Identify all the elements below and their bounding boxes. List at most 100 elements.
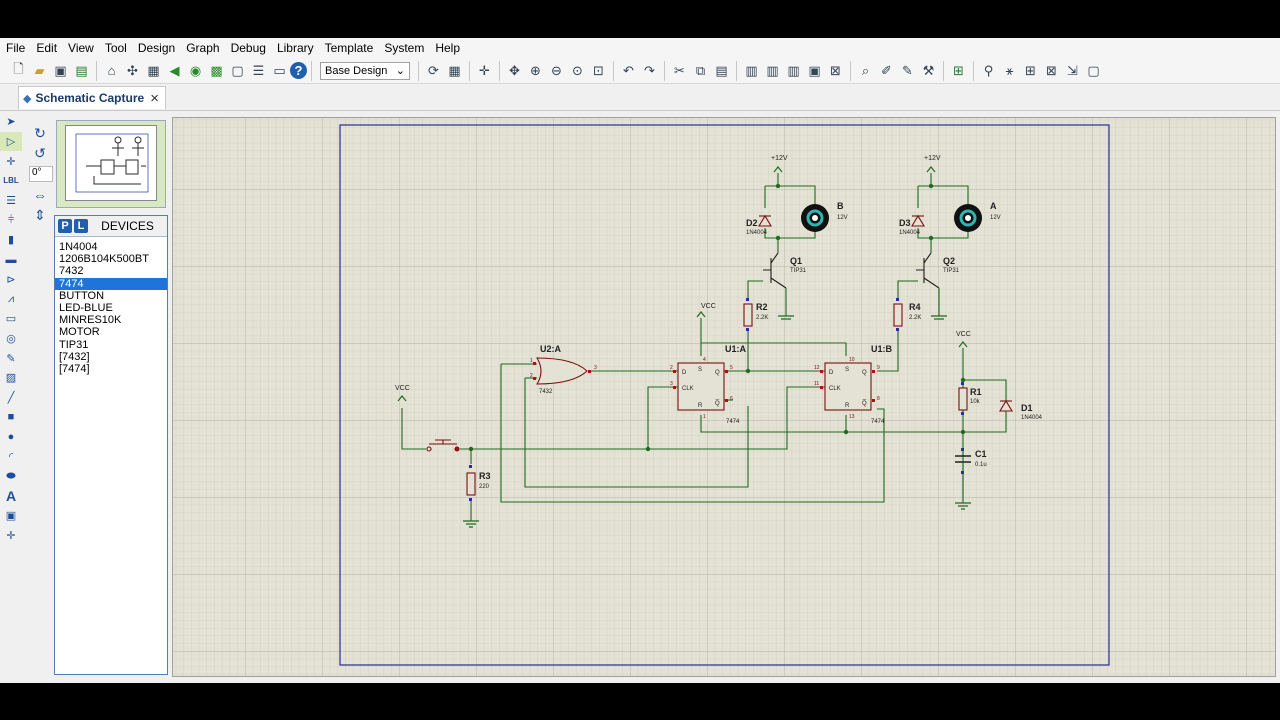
resistor-r4[interactable] — [893, 303, 903, 327]
notes-icon[interactable]: ☰ — [252, 62, 265, 78]
zoom-area-icon[interactable]: ⊡ — [593, 62, 604, 78]
diode-d3[interactable] — [911, 214, 925, 227]
help-icon[interactable]: ? — [290, 62, 307, 79]
menu-help[interactable]: Help — [435, 41, 461, 55]
line-icon[interactable]: ╱ — [7, 391, 15, 404]
package-tool-icon[interactable]: ✎ — [902, 62, 913, 78]
wire-label-icon[interactable]: LBL — [3, 176, 19, 186]
graph-icon[interactable]: ⩘ — [7, 292, 15, 305]
wire-autorouter-icon[interactable]: ⊞ — [953, 62, 964, 78]
block-move-icon[interactable]: ▥ — [766, 62, 779, 78]
zoom-all-icon[interactable]: ⊙ — [572, 62, 583, 78]
generator-icon[interactable]: ◎ — [6, 332, 16, 345]
diode-d1[interactable] — [999, 399, 1013, 412]
buses-icon[interactable]: ⫩ — [7, 213, 15, 226]
arc-icon[interactable]: ◜ — [8, 451, 14, 464]
schematic-canvas[interactable]: VCC VCC VCC +12V +12V D2 D3 D1 B A Q1 Q2… — [172, 117, 1276, 677]
menu-graph[interactable]: Graph — [186, 41, 220, 55]
library-manager-button[interactable]: L — [74, 219, 88, 233]
source-icon[interactable]: ▭ — [273, 62, 286, 78]
box-icon[interactable]: ■ — [7, 411, 15, 424]
back-icon[interactable]: ◀ — [169, 62, 180, 78]
device-item[interactable]: MOTOR — [59, 326, 100, 339]
make-device-icon[interactable]: ✐ — [881, 62, 892, 78]
property-assign-icon[interactable]: ⚹ — [1005, 62, 1014, 78]
junction-dot-icon[interactable]: ✛ — [6, 155, 16, 168]
device-item[interactable]: MINRES10K — [59, 314, 122, 327]
search-icon[interactable]: ⚲ — [983, 62, 994, 78]
origin-icon[interactable]: ✛ — [479, 62, 490, 78]
device-item[interactable]: TIP31 — [59, 338, 89, 351]
menu-file[interactable]: File — [6, 41, 26, 55]
pan-icon[interactable]: ✥ — [509, 62, 520, 78]
zoom-out-icon[interactable]: ⊖ — [551, 62, 562, 78]
block-delete-icon[interactable]: ▣ — [808, 62, 821, 78]
marker-icon[interactable]: ✛ — [6, 529, 16, 542]
virtual-instruments-icon[interactable]: ▨ — [5, 372, 17, 385]
device-item[interactable]: LED-BLUE — [59, 301, 113, 314]
goto-sheet-icon[interactable]: ⇲ — [1067, 62, 1078, 78]
subcircuit-icon[interactable]: ▮ — [7, 234, 15, 247]
voltage-probe-icon[interactable]: ✎ — [6, 352, 16, 365]
menu-library[interactable]: Library — [276, 41, 314, 55]
pick-devices-button[interactable]: P — [58, 219, 72, 233]
or-gate[interactable] — [536, 357, 588, 385]
menu-tool[interactable]: Tool — [104, 41, 127, 55]
device-item[interactable]: [7432] — [59, 350, 90, 363]
motor-a[interactable] — [954, 204, 982, 232]
rotate-clockwise-icon[interactable]: ↻ — [34, 124, 46, 141]
cut-icon[interactable]: ✂ — [674, 62, 685, 78]
paste-icon[interactable]: ▤ — [715, 62, 728, 78]
terminals-icon[interactable]: ▬ — [5, 253, 17, 266]
overview-window[interactable] — [56, 120, 166, 208]
menu-edit[interactable]: Edit — [36, 41, 58, 55]
resistor-r1[interactable] — [958, 387, 968, 411]
path-icon[interactable]: ⬬ — [6, 469, 16, 482]
save-icon[interactable]: ▣ — [54, 62, 67, 78]
mirror-horizontal-icon[interactable]: ⇔ — [33, 187, 47, 203]
resistor-r2[interactable] — [743, 303, 753, 327]
3d-view-icon[interactable]: ◉ — [189, 62, 202, 78]
u1b-body[interactable] — [824, 362, 872, 411]
device-item-selected[interactable]: 7474 — [55, 277, 167, 290]
component-mode-icon[interactable]: ▷ — [0, 131, 22, 152]
decompose-icon[interactable]: ⚒ — [922, 62, 935, 78]
close-icon[interactable]: × — [150, 89, 159, 107]
pushbutton[interactable] — [426, 439, 460, 452]
zoom-in-icon[interactable]: ⊕ — [530, 62, 541, 78]
home-icon[interactable]: ⌂ — [107, 63, 116, 78]
device-item[interactable]: BUTTON — [59, 289, 105, 302]
transistor-q2[interactable] — [916, 252, 940, 289]
rotation-angle-field[interactable]: 0° — [29, 166, 53, 182]
device-item[interactable]: 1N4004 — [59, 241, 98, 253]
resistor-r3[interactable] — [466, 472, 476, 496]
menu-view[interactable]: View — [68, 41, 94, 55]
open-folder-icon[interactable]: ▰ — [34, 62, 45, 78]
transistor-q1[interactable] — [763, 252, 787, 289]
copy-icon[interactable]: ⧉ — [695, 62, 706, 78]
design-select[interactable]: Base Design⌄ — [320, 61, 410, 80]
block-rotate-icon[interactable]: ▥ — [787, 62, 800, 78]
new-file-icon[interactable]: 🗋 — [13, 60, 24, 76]
import-icon[interactable]: ▤ — [75, 62, 88, 78]
menu-system[interactable]: System — [384, 41, 425, 55]
new-sheet-icon[interactable]: ⊞ — [1025, 62, 1036, 78]
circle-icon[interactable]: ● — [7, 430, 15, 443]
device-item[interactable]: [7474] — [59, 362, 90, 375]
schematic-icon[interactable]: ✣ — [127, 62, 138, 78]
remove-sheet-icon[interactable]: ⊠ — [1046, 62, 1057, 78]
rotate-anticlockwise-icon[interactable]: ↺ — [34, 144, 46, 161]
netlist-icon[interactable]: ▢ — [1087, 62, 1100, 78]
menu-design[interactable]: Design — [137, 41, 176, 55]
device-item[interactable]: 7432 — [59, 265, 84, 278]
symbol-icon[interactable]: ▣ — [5, 510, 17, 523]
mirror-vertical-icon[interactable]: ⇕ — [34, 206, 46, 223]
undo-icon[interactable]: ↶ — [623, 62, 634, 78]
gerber-icon[interactable]: ▩ — [210, 62, 223, 78]
tape-recorder-icon[interactable]: ▭ — [5, 313, 17, 326]
tab-schematic-capture[interactable]: ◆ Schematic Capture × — [18, 86, 166, 109]
grid-icon[interactable]: ▦ — [448, 62, 461, 78]
text-icon[interactable]: A — [5, 487, 17, 504]
menu-debug[interactable]: Debug — [230, 41, 266, 55]
block-copy-icon[interactable]: ▥ — [745, 62, 758, 78]
